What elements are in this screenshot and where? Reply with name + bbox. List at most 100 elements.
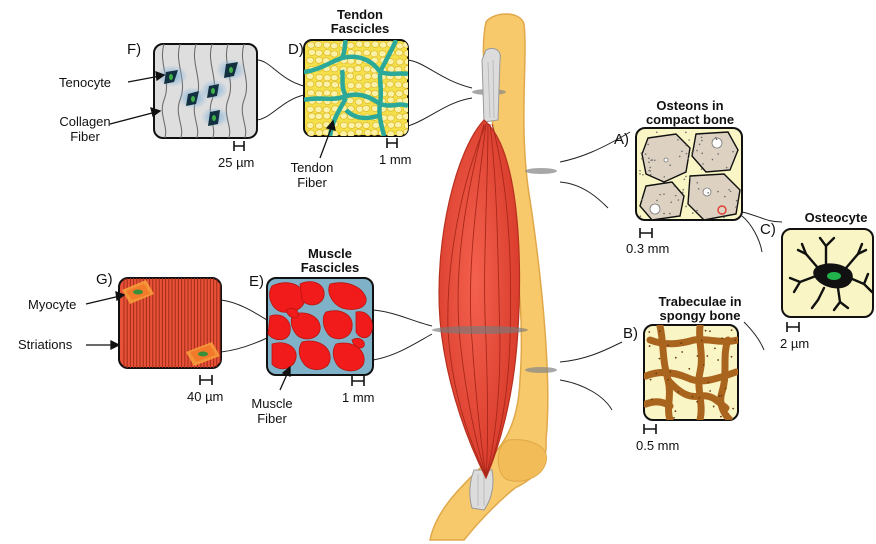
trabecula-dot xyxy=(659,330,661,332)
lacuna-dot xyxy=(735,206,737,208)
tendon-fiber-dot xyxy=(396,114,403,120)
lacuna-dot xyxy=(642,174,644,176)
lacuna-dot xyxy=(696,210,698,212)
tendon-fiber-dot xyxy=(380,42,387,48)
tendon-fiber-dot xyxy=(371,90,378,96)
panel-c xyxy=(782,229,873,317)
tendon-fiber-dot xyxy=(331,82,338,88)
label-collagen-fiber: CollagenFiber xyxy=(52,114,118,144)
lacuna-dot xyxy=(686,153,688,155)
tendon-fiber-dot xyxy=(355,122,362,128)
tendon-fiber-dot xyxy=(324,75,331,81)
tendon-fiber-dot xyxy=(387,91,394,97)
lacuna-dot xyxy=(670,201,672,203)
tendon-fiber-dot xyxy=(308,49,315,55)
lacuna-dot xyxy=(675,195,677,197)
label-tenocyte: Tenocyte xyxy=(59,75,111,90)
tendon-fiber-dot xyxy=(315,41,322,47)
lacuna-dot xyxy=(648,157,650,159)
trabecula-dot xyxy=(706,355,708,357)
tendon-fiber-dot xyxy=(387,115,394,121)
tendon-fiber-dot xyxy=(347,98,354,104)
trabecula-dot xyxy=(667,379,669,381)
panel-letter-f: F) xyxy=(127,42,141,58)
scale-label-a: 0.3 mm xyxy=(626,241,669,256)
tendon-fiber-dot xyxy=(347,73,354,79)
tendon-fiber-dot xyxy=(395,82,402,88)
trabecula-dot xyxy=(718,395,720,397)
trabecula-dot xyxy=(669,371,671,373)
tendon-fiber-dot xyxy=(363,105,370,111)
tendon-fiber-dot xyxy=(323,90,330,96)
tendon-fiber-dot xyxy=(331,66,338,72)
tendon-fiber-dot xyxy=(315,113,322,119)
trabecula-dot xyxy=(734,339,736,341)
lacuna-dot xyxy=(639,170,641,172)
tendon-fiber-dot xyxy=(355,99,362,105)
lacuna-dot xyxy=(736,200,738,202)
lacuna-dot xyxy=(701,153,703,155)
tendon-fiber-dot xyxy=(347,82,354,88)
tendon-fiber-dot xyxy=(323,81,330,87)
lacuna-dot xyxy=(648,170,650,172)
trabecula-dot xyxy=(651,398,653,400)
lacuna-dot xyxy=(648,162,650,164)
tendon-fiber-dot xyxy=(348,122,355,128)
trabecula-dot xyxy=(649,345,651,347)
tendon-fiber-dot xyxy=(307,81,314,87)
lacuna-dot xyxy=(641,199,643,201)
tendon-fiber-dot xyxy=(364,73,371,79)
trabecula-dot xyxy=(709,390,711,392)
tendon-fiber-dot xyxy=(364,66,371,72)
lacuna-dot xyxy=(656,200,658,202)
trabecula-dot xyxy=(721,337,723,339)
tendon-fiber-dot xyxy=(315,91,322,97)
lacuna-dot xyxy=(650,159,652,161)
panel-letter-e: E) xyxy=(249,274,264,290)
tendon-fiber-dot xyxy=(395,122,402,128)
tendon-fiber-dot xyxy=(331,43,338,49)
tendon-fiber-dot xyxy=(307,57,314,63)
lacuna-dot xyxy=(692,212,694,214)
lacuna-dot xyxy=(645,153,647,155)
lacuna-dot xyxy=(678,199,680,201)
lacuna-dot xyxy=(682,189,684,191)
trabecula-dot xyxy=(659,358,661,360)
trabecula-dot xyxy=(667,345,669,347)
lacuna-dot xyxy=(712,159,714,161)
trabecula-dot xyxy=(648,331,650,333)
lacuna-dot xyxy=(685,145,687,147)
lacuna-dot xyxy=(724,196,726,198)
tendon-fiber-dot xyxy=(356,41,363,47)
trabecula-dot xyxy=(698,397,700,399)
tendon-fiber-dot xyxy=(316,123,323,129)
lacuna-dot xyxy=(641,152,643,154)
lacuna-dot xyxy=(640,215,642,217)
lacuna-dot xyxy=(685,176,687,178)
lacuna-dot xyxy=(696,150,698,152)
scale-label-c: 2 µm xyxy=(780,336,809,351)
lacuna-dot xyxy=(679,156,681,158)
lacuna-dot xyxy=(669,213,671,215)
lacuna-dot xyxy=(641,158,643,160)
tendon-fiber-dot xyxy=(331,91,338,97)
lacuna-dot xyxy=(685,132,687,134)
title-tendon-fascicles: TendonFascicles xyxy=(320,8,400,36)
trabecula-dot xyxy=(650,379,652,381)
lacuna-dot xyxy=(702,163,704,165)
tendon-fiber-dot xyxy=(315,57,322,63)
trabecula-dot xyxy=(731,356,733,358)
trabecula-dot xyxy=(655,373,657,375)
trabecula-dot xyxy=(697,355,699,357)
title-muscle-fascicles: MuscleFascicles xyxy=(290,247,370,275)
trabecula-dot xyxy=(709,330,711,332)
tendon-fiber-dot xyxy=(306,73,313,79)
tendon-fiber-dot xyxy=(387,97,394,103)
tendon-fiber-dot xyxy=(331,51,338,57)
lacuna-dot xyxy=(654,160,656,162)
label-muscle-fiber: MuscleFiber xyxy=(242,396,302,426)
panel-e xyxy=(267,278,373,375)
tendon-fiber-dot xyxy=(396,130,403,136)
tendon-fiber-dot xyxy=(404,50,411,56)
